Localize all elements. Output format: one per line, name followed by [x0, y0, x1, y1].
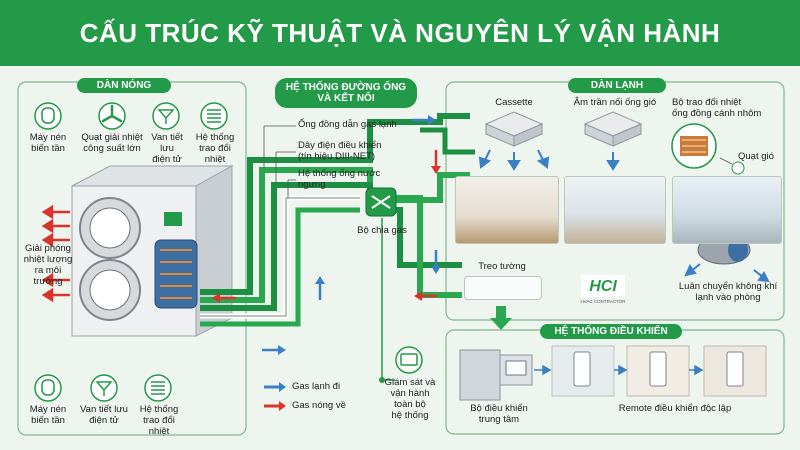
legend-cold-label: Gas lạnh đi [292, 381, 341, 392]
heat-exchanger-icon [200, 102, 228, 130]
ducted-unit-illustration [583, 111, 643, 147]
heat-release-arrows [41, 204, 70, 303]
copper-coil-illustration [671, 123, 717, 169]
legend-hot-label: Gas nóng về [292, 400, 346, 411]
label-fan-top: Quạt giải nhiệt công suất lớn [81, 132, 143, 154]
label-compressor-top: Máy nén biến tần [29, 132, 67, 154]
control-heading: HỆ THỐNG ĐIỀU KHIỂN [540, 324, 682, 339]
living-room-photo [455, 176, 559, 244]
wire-node [379, 377, 385, 383]
piping-heading: HỆ THỐNG ĐƯỜNG ỐNG VÀ KẾT NỐI [275, 78, 417, 108]
indoor-heading: DÀN LẠNH [568, 78, 666, 93]
valve-icon [152, 102, 180, 130]
control-link-arrows [534, 364, 704, 376]
bedroom-photo [564, 176, 666, 244]
fan-icon [98, 102, 126, 130]
label-exchanger-bottom: Hệ thống trao đổi nhiệt [139, 404, 179, 437]
brand-logo: HCI HVAC CONTRACTOR [580, 275, 626, 304]
compressor-icon [34, 102, 62, 130]
label-copper-pipe: Ống đồng dẫn gas lạnh [298, 119, 397, 130]
label-cassette: Cassette [495, 97, 533, 108]
label-valve-bottom: Van tiết lưu điện tử [80, 404, 128, 426]
cold-air-arrows [478, 149, 770, 283]
label-splitter: Bộ chia gas [357, 225, 407, 236]
compressor-icon [34, 374, 62, 402]
splitter-icon [365, 187, 397, 217]
label-wall-unit: Treo tường [478, 261, 526, 272]
page-title: CẤU TRÚC KỸ THUẬT VÀ NGUYÊN LÝ VẬN HÀNH [79, 18, 721, 48]
label-monitor: Giám sát và vận hành toàn bộ hệ thống [384, 377, 436, 421]
cassette-unit-illustration [484, 111, 544, 147]
heat-exchanger-icon [144, 374, 172, 402]
down-arrow [490, 306, 512, 330]
logo-text: HCI [589, 278, 617, 295]
valve-icon [90, 374, 118, 402]
legend [264, 382, 286, 411]
leader-lines [263, 125, 296, 198]
label-ducted: Âm trần nối ống gió [573, 97, 657, 108]
fan-icon [719, 157, 745, 175]
label-remote: Remote điều khiển độc lập [618, 403, 732, 414]
wall-unit-illustration [464, 276, 542, 300]
control-wire [381, 218, 395, 381]
office-photo [672, 176, 782, 244]
monitor-icon [395, 346, 423, 374]
logo-subtext: HVAC CONTRACTOR [580, 299, 626, 304]
label-coil: Bộ trao đổi nhiệt ống đồng cánh nhôm [672, 97, 762, 119]
label-control-wire: Dây điện điều khiển (tín hiệu DIII-NET) [298, 140, 382, 162]
label-central-controller: Bộ điều khiển trung tâm [470, 403, 528, 425]
label-cold-air: Luân chuyển không khí lạnh vào phòng [678, 281, 778, 303]
label-fan: Quạt gió [738, 151, 774, 162]
label-compressor-bottom: Máy nén biến tần [29, 404, 67, 426]
label-valve-top: Van tiết lưu điện tử [151, 132, 183, 165]
label-exchanger-top: Hệ thống trao đổi nhiệt [195, 132, 235, 165]
flow-arrows [212, 115, 441, 355]
outdoor-heading: DÀN NÓNG [77, 78, 171, 93]
label-drain-pipe: Hệ thống ống nước ngưng [298, 168, 381, 190]
remote-controller-illustration [551, 345, 767, 397]
label-heat-release: Giải phóng nhiệt lượng ra môi trường [23, 243, 73, 287]
central-controller-illustration [459, 349, 533, 401]
header-banner [0, 0, 800, 66]
